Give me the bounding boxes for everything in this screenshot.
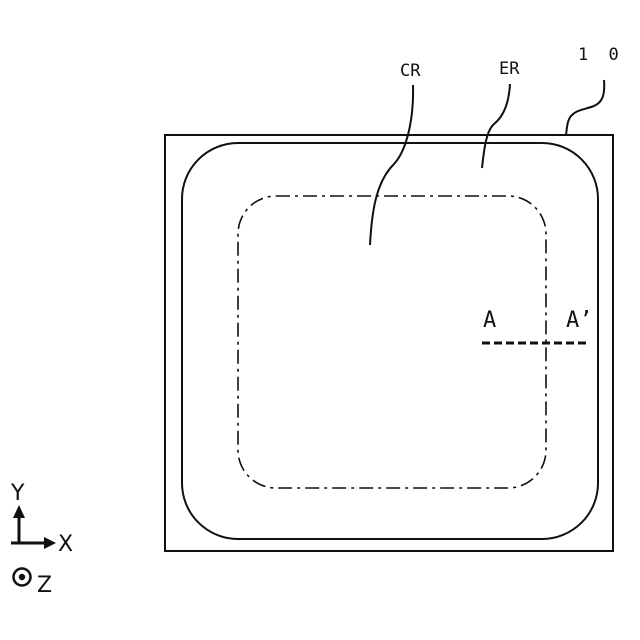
edge-region-boundary xyxy=(182,143,598,539)
reference-number-label: 1 0 1 xyxy=(578,45,640,65)
z-axis-out-of-plane-dot xyxy=(19,574,25,580)
x-axis-arrowhead xyxy=(44,537,56,549)
coordinate-axes-indicator: Y X Z xyxy=(10,481,73,598)
x-axis-label: X xyxy=(58,532,73,557)
z-axis-label: Z xyxy=(37,573,52,598)
ref-101-leader-line xyxy=(566,80,604,135)
section-start-label: A xyxy=(483,308,496,333)
y-axis-label: Y xyxy=(10,481,25,506)
cr-label: CR xyxy=(400,61,421,81)
section-end-label: A’ xyxy=(566,308,593,333)
er-leader-line xyxy=(482,84,510,168)
er-label: ER xyxy=(499,59,520,79)
cr-leader-line xyxy=(370,85,413,245)
y-axis-arrowhead xyxy=(13,505,25,518)
